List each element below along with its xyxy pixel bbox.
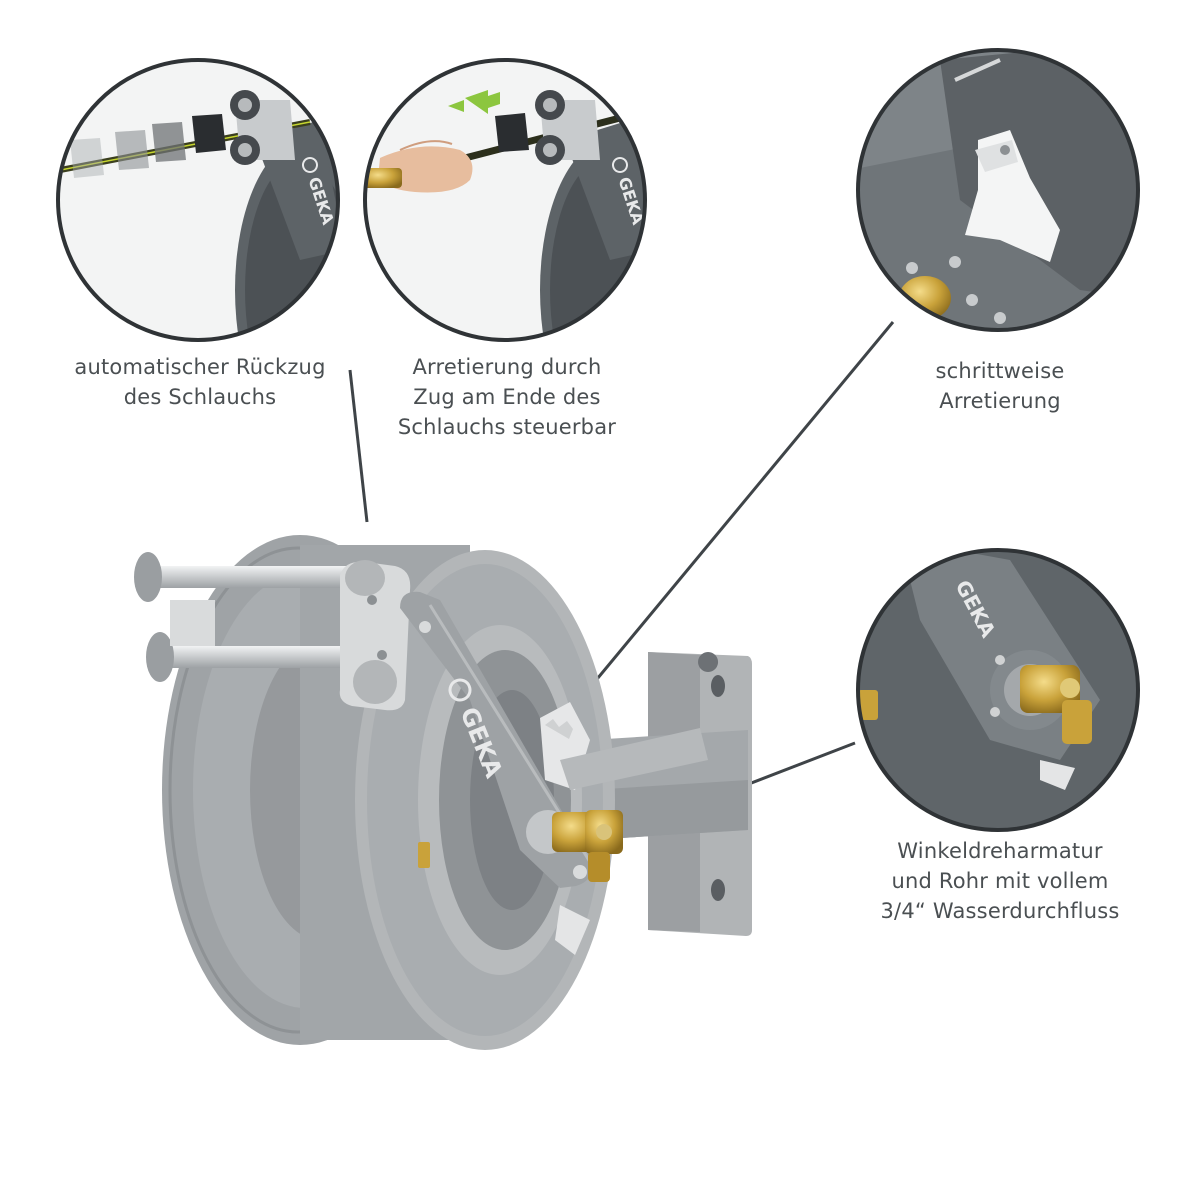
caption-line: Winkeldreharmatur	[897, 839, 1103, 863]
detail-circle-stepwise-lock	[856, 48, 1140, 332]
caption-line: Zug am Ende des	[413, 385, 601, 409]
front-flange	[355, 550, 615, 1050]
detail-circle-lock-by-pull: GEKA	[363, 58, 647, 342]
caption-line: des Schlauchs	[123, 385, 277, 409]
brass-swivel-fitting	[526, 810, 623, 882]
hose-guide-rods	[134, 552, 370, 682]
leader-line-auto-retract	[348, 369, 369, 523]
caption-line: schrittweise	[935, 359, 1065, 383]
hose-reel: GEKA	[134, 535, 752, 1050]
support-bar	[560, 728, 708, 790]
detail-circle-swivel-fitting: GEKA	[856, 548, 1140, 832]
caption-line: Arretierung durch	[412, 355, 602, 379]
caption-lock-by-pull: Arretierung durch Zug am Ende des Schlau…	[352, 352, 662, 442]
caption-line: Schlauchs steuerbar	[397, 415, 617, 439]
caption-line: automatischer Rückzug	[74, 355, 326, 379]
wall-bracket	[590, 652, 752, 936]
caption-line: 3/4“ Wasserdurchfluss	[880, 899, 1120, 923]
roller-plate	[339, 560, 411, 711]
green-pull-arrow-icon	[448, 90, 500, 114]
leader-line-stepwise-lock	[576, 321, 895, 703]
caption-line: und Rohr mit vollem	[891, 869, 1109, 893]
caption-line: Arretierung	[939, 389, 1061, 413]
detail-circle-auto-retract: GEKA	[56, 58, 340, 342]
caption-swivel-fitting: Winkeldreharmatur und Rohr mit vollem 3/…	[850, 836, 1150, 926]
caption-stepwise-lock: schrittweise Arretierung	[880, 356, 1120, 416]
caption-auto-retract: automatischer Rückzug des Schlauchs	[40, 352, 360, 412]
